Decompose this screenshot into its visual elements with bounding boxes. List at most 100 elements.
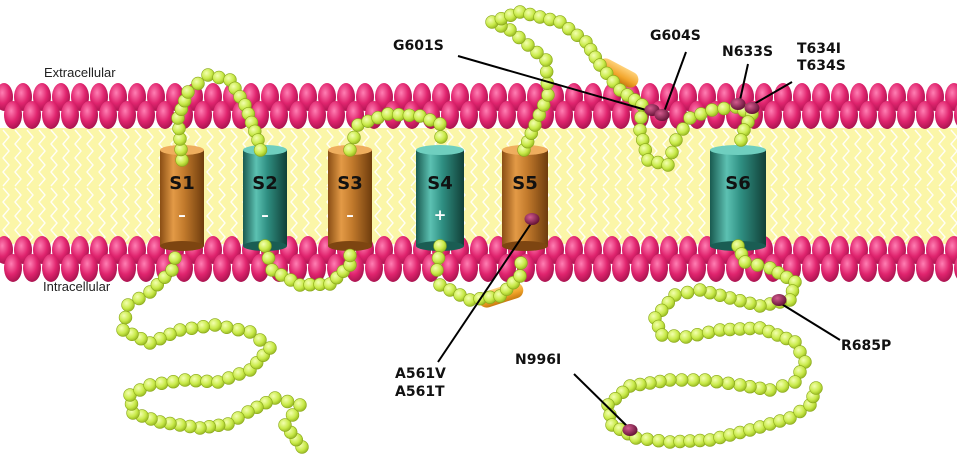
- mutation-site-a561: [524, 213, 540, 225]
- residue-bead: [430, 263, 444, 277]
- mutation-site-t634: [744, 102, 760, 114]
- residue-bead: [693, 283, 707, 297]
- residue-bead: [201, 68, 215, 82]
- mutation-label-t634i: T634I: [797, 41, 841, 57]
- residue-bead: [231, 323, 246, 337]
- residue-bead: [690, 328, 704, 342]
- residue-bead: [788, 375, 802, 389]
- residue-bead: [640, 432, 654, 446]
- mutation-label-a561t: A561T: [395, 384, 445, 400]
- pointer-g604s: [663, 51, 687, 113]
- mutation-label-t634s: T634S: [797, 58, 846, 74]
- residue-bead: [717, 101, 731, 116]
- residue-bead: [118, 310, 133, 325]
- residue-bead: [721, 376, 735, 390]
- residue-bead: [669, 133, 683, 147]
- segment-label-s6: S6: [725, 173, 751, 194]
- segment-label-s2: S2: [252, 173, 278, 194]
- residue-bead: [680, 285, 695, 300]
- pointer-g601s: [457, 55, 647, 111]
- residue-bead: [132, 291, 146, 306]
- segment-s5: S5: [502, 145, 548, 251]
- segment-s4: S4+: [416, 145, 464, 251]
- mutation-site-n633s: [730, 98, 746, 110]
- residue-bead: [512, 30, 526, 45]
- hydrophobic-core: [0, 128, 957, 244]
- residue-bead: [263, 341, 277, 355]
- residue-bead: [347, 130, 361, 145]
- intracellular-label: Intracellular: [43, 279, 111, 294]
- residue-bead: [433, 117, 447, 131]
- pointer-n996i: [573, 373, 630, 429]
- pointer-t634: [753, 81, 793, 105]
- residue-bead: [709, 375, 724, 389]
- mutation-label-g601s: G601S: [393, 38, 444, 54]
- mutation-label-n633s: N633S: [722, 44, 774, 60]
- mutation-site-r685p: [771, 294, 787, 306]
- residue-bead: [514, 256, 528, 270]
- segment-label-s1: S1: [169, 173, 195, 194]
- residue-bead: [285, 408, 300, 422]
- segment-charge-s3: –: [346, 206, 354, 224]
- mutation-site-n996i: [622, 424, 638, 436]
- residue-bead: [243, 325, 257, 339]
- residue-bead: [168, 251, 182, 265]
- residue-bead: [143, 378, 157, 392]
- residue-bead: [651, 434, 666, 448]
- segment-s3: S3 –: [328, 145, 372, 251]
- mutation-pointers: [437, 51, 841, 429]
- residue-bead: [280, 394, 295, 409]
- residue-bead: [261, 251, 276, 265]
- residue-bead: [434, 130, 448, 144]
- residue-bead: [521, 38, 535, 52]
- transmembrane-segments: S1 – S2 – S3 – S4+ S5 S6: [160, 145, 766, 251]
- residue-bead: [253, 143, 268, 157]
- segment-label-s5: S5: [512, 173, 538, 194]
- pointer-n633s: [739, 63, 749, 101]
- residue-bead: [539, 64, 554, 79]
- residue-bead: [809, 381, 823, 395]
- mutation-label-g604s: G604S: [650, 28, 701, 44]
- residue-bead: [181, 85, 195, 99]
- segment-s6: S6: [710, 145, 766, 251]
- protein-chain: [116, 5, 823, 454]
- segment-label-s3: S3: [337, 173, 363, 194]
- residue-bead: [679, 330, 693, 344]
- residue-bead: [208, 318, 222, 332]
- residue-bead: [220, 320, 234, 334]
- residue-bead: [231, 411, 245, 425]
- mutation-label-n996i: N996I: [515, 352, 562, 368]
- residue-bead: [293, 398, 307, 412]
- residue-bead: [165, 263, 179, 277]
- extracellular-label: Extracellular: [44, 65, 116, 80]
- pore-helix: [597, 58, 639, 88]
- residue-bead: [674, 373, 689, 387]
- segment-charge-s1: –: [178, 206, 186, 224]
- residue-bead: [705, 103, 719, 117]
- residue-bead: [191, 76, 205, 91]
- residue-bead: [634, 110, 648, 125]
- residue-bead: [433, 239, 447, 253]
- residue-bead: [665, 145, 679, 160]
- segment-label-s4: S4: [427, 173, 453, 194]
- residue-bead: [667, 329, 681, 343]
- mutation-site-g604s: [654, 109, 670, 121]
- residue-bead: [733, 378, 747, 392]
- residue-bead: [155, 376, 169, 390]
- residue-bead: [783, 411, 797, 425]
- residue-bead: [676, 122, 690, 136]
- segment-charge-s2: –: [261, 206, 269, 224]
- residue-bead: [166, 375, 181, 389]
- residue-bead: [116, 323, 130, 337]
- pointer-a561: [437, 221, 533, 363]
- residue-bead: [661, 158, 675, 172]
- residue-bead: [258, 239, 272, 253]
- residue-bead: [343, 143, 357, 157]
- residue-bead: [121, 298, 135, 312]
- mutation-label-a561v: A561V: [395, 366, 446, 382]
- residue-bead: [750, 258, 765, 272]
- residue-bead: [530, 45, 544, 60]
- residue-bead: [513, 269, 527, 283]
